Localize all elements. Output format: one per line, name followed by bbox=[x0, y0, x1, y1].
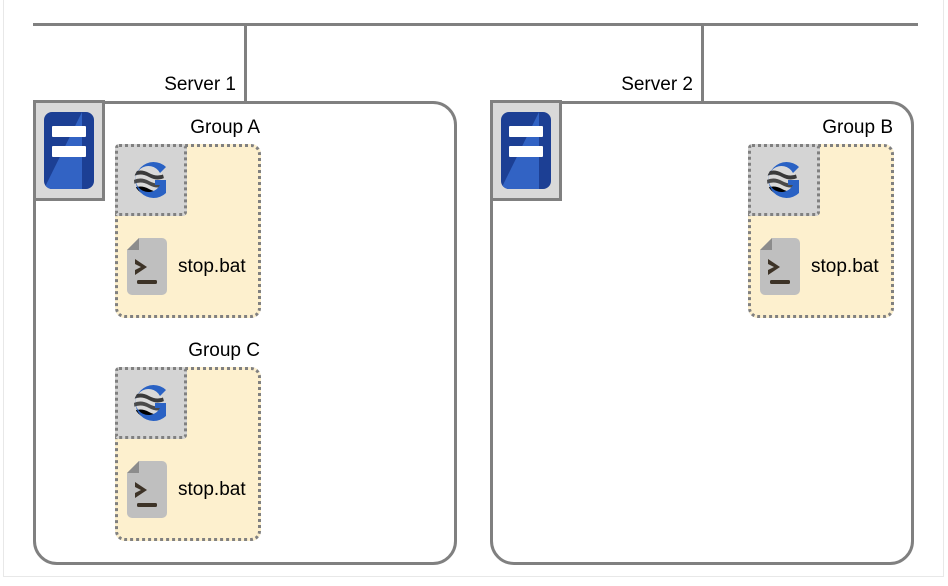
server-2-label: Server 2 bbox=[621, 74, 693, 95]
server-icon-bar bbox=[509, 146, 543, 157]
bat-file-icon bbox=[126, 237, 168, 296]
glassfish-g-icon[interactable] bbox=[115, 367, 187, 439]
server-icon-bar bbox=[52, 126, 86, 137]
connector-server-2 bbox=[701, 23, 704, 103]
glassfish-g-icon[interactable] bbox=[748, 144, 820, 216]
connector-server-1 bbox=[244, 23, 247, 103]
server-icon-bar bbox=[52, 146, 86, 157]
file-name-label: stop.bat bbox=[178, 478, 246, 500]
server-1-label: Server 1 bbox=[164, 74, 236, 95]
server-icon[interactable] bbox=[490, 100, 562, 201]
server-icon-bar bbox=[509, 126, 543, 137]
server-icon-body bbox=[44, 112, 94, 189]
group-c-label: Group C bbox=[188, 340, 260, 361]
server-2-box[interactable] bbox=[490, 101, 914, 565]
server-1-box[interactable] bbox=[33, 101, 457, 565]
group-a-box[interactable]: stop.bat bbox=[115, 144, 261, 318]
group-a-label: Group A bbox=[190, 117, 260, 138]
bat-file-icon bbox=[759, 237, 801, 296]
bat-file-icon bbox=[126, 460, 168, 519]
group-c-box[interactable]: stop.bat bbox=[115, 367, 261, 541]
group-b-label: Group B bbox=[822, 117, 893, 138]
group-b-box[interactable]: stop.bat bbox=[748, 144, 894, 318]
network-bus-line bbox=[33, 23, 918, 26]
file-entry-stop-bat[interactable]: stop.bat bbox=[126, 460, 246, 519]
file-entry-stop-bat[interactable]: stop.bat bbox=[759, 237, 879, 296]
file-name-label: stop.bat bbox=[178, 255, 246, 277]
glassfish-g-icon[interactable] bbox=[115, 144, 187, 216]
server-icon[interactable] bbox=[33, 100, 105, 201]
server-icon-body bbox=[501, 112, 551, 189]
file-entry-stop-bat[interactable]: stop.bat bbox=[126, 237, 246, 296]
file-name-label: stop.bat bbox=[811, 255, 879, 277]
